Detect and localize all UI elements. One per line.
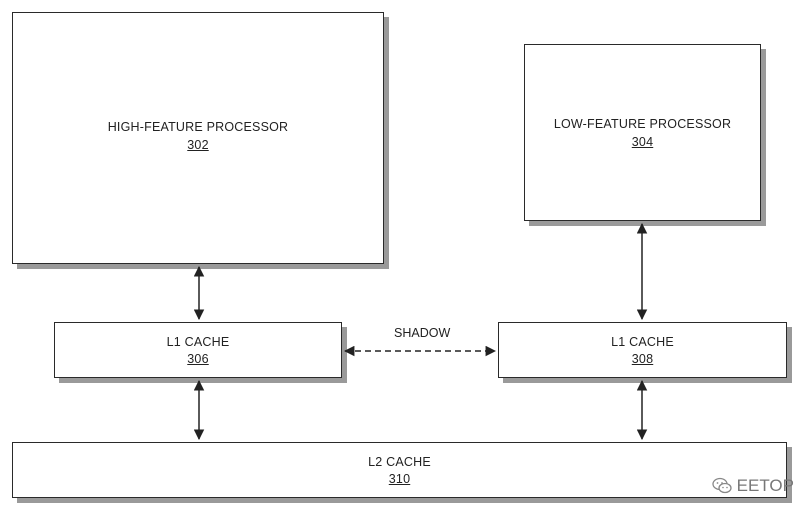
l2-cache-ref: 310	[388, 472, 411, 486]
l1-cache-right-ref: 308	[631, 352, 654, 366]
l2-cache-label: L2 CACHE	[368, 455, 431, 469]
l2-cache-block: L2 CACHE 310	[12, 442, 787, 498]
low-feature-processor-block: LOW-FEATURE PROCESSOR 304	[524, 44, 761, 221]
high-feature-processor-ref: 302	[187, 138, 209, 152]
l1-cache-left-block: L1 CACHE 306	[54, 322, 342, 378]
l1-cache-left-ref: 306	[187, 352, 209, 366]
watermark-text: EETOP	[736, 476, 794, 495]
l1-cache-right-label: L1 CACHE	[611, 335, 674, 349]
l1-cache-right-block: L1 CACHE 308	[498, 322, 787, 378]
low-feature-processor-label: LOW-FEATURE PROCESSOR	[553, 117, 732, 131]
high-feature-processor-block: HIGH-FEATURE PROCESSOR 302	[12, 12, 384, 264]
wechat-icon	[712, 477, 732, 494]
low-feature-processor-ref: 304	[631, 135, 654, 149]
high-feature-processor-label: HIGH-FEATURE PROCESSOR	[107, 120, 289, 134]
shadow-label: SHADOW	[394, 326, 451, 340]
l1-cache-left-label: L1 CACHE	[166, 335, 230, 349]
watermark: EETOP	[712, 476, 794, 496]
